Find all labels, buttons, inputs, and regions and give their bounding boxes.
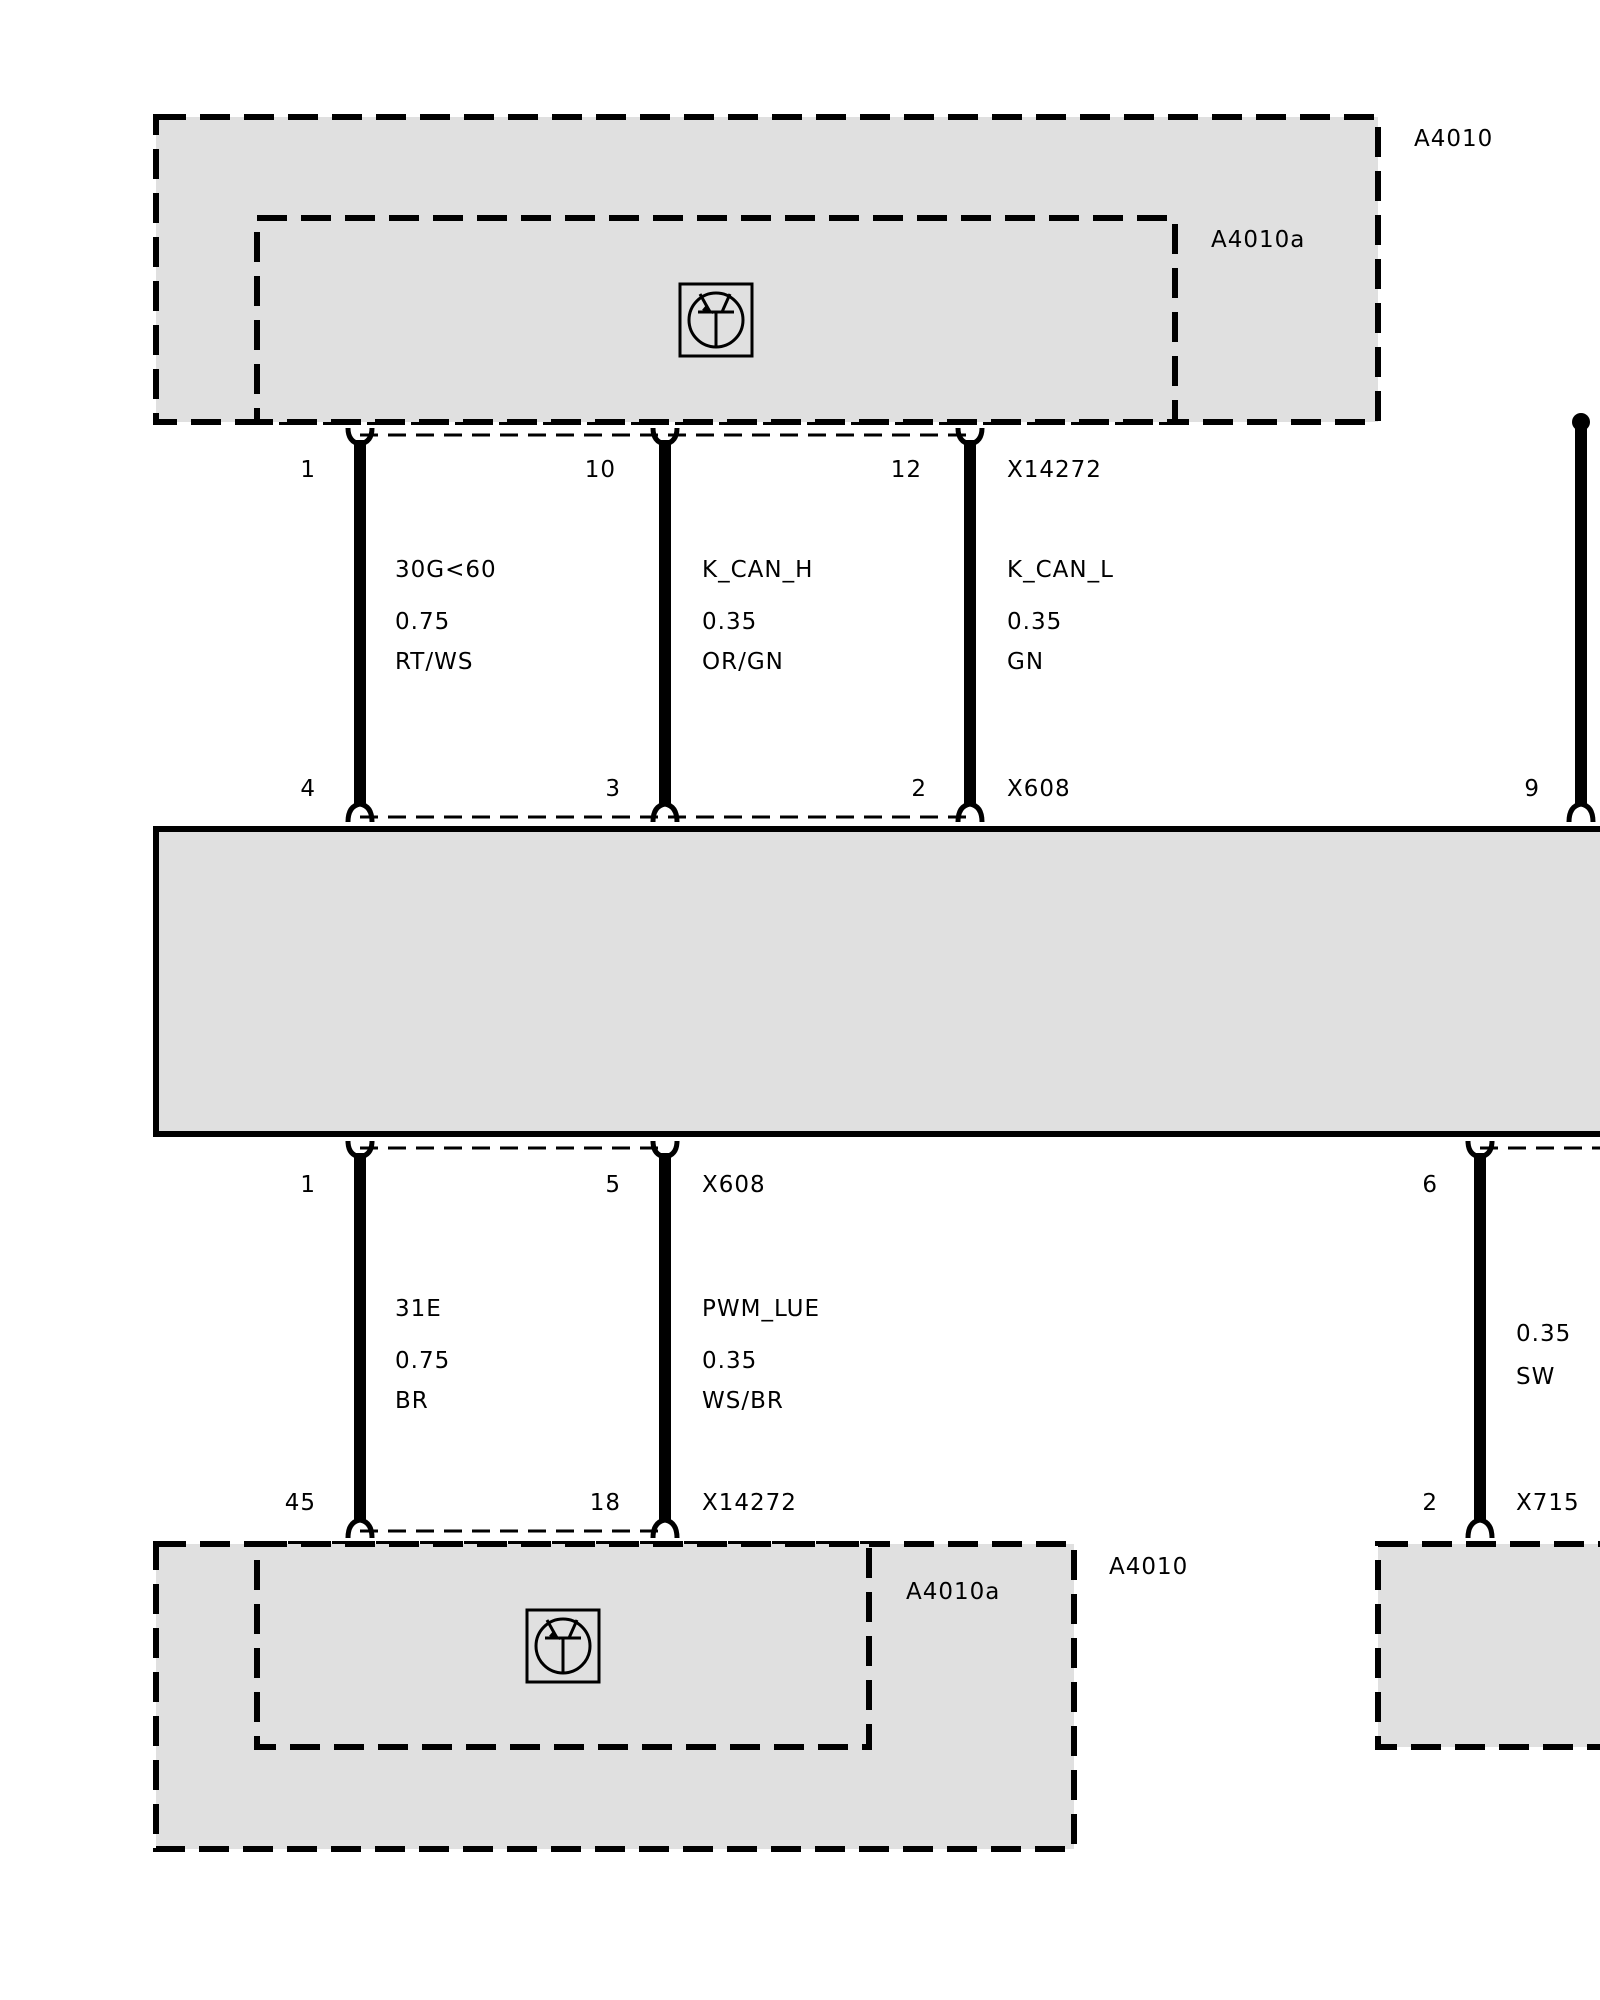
- connector-label: X608: [702, 1172, 766, 1198]
- pin-label: 10: [584, 457, 616, 483]
- right-module-partial: [1375, 1541, 1600, 1750]
- connector-label: X14272: [702, 1490, 797, 1516]
- pin-label: 12: [890, 457, 922, 483]
- pin-label: 5: [605, 1172, 621, 1198]
- pin-label: 3: [605, 776, 621, 802]
- pin-label: 1: [300, 1172, 316, 1198]
- wire-gauge: 0.75: [395, 1348, 451, 1374]
- wire-bottom-2: [650, 1140, 680, 1539]
- transistor-icon: [678, 282, 754, 358]
- wire-top-2: [650, 427, 680, 823]
- wire-color: RT/WS: [395, 649, 474, 675]
- wire-color: GN: [1007, 649, 1045, 675]
- wire-color: OR/GN: [702, 649, 784, 675]
- connector-label: X608: [1007, 776, 1071, 802]
- wire-bottom-1: [345, 1140, 375, 1539]
- wire-top-1: [345, 427, 375, 823]
- wire-gauge: 0.35: [702, 1348, 758, 1374]
- pin-label: 45: [284, 1490, 316, 1516]
- pin-label: 2: [1422, 1490, 1438, 1516]
- bottom-module-label: A4010: [1109, 1554, 1189, 1580]
- wire-signal: 30G<60: [395, 557, 497, 583]
- wire-color: BR: [395, 1388, 429, 1414]
- bottom-module-inner-label: A4010a: [906, 1579, 1001, 1605]
- wire-bottom-3: [1465, 1140, 1495, 1539]
- wire-color: WS/BR: [702, 1388, 784, 1414]
- wire-signal: 31E: [395, 1296, 442, 1322]
- wire-color: SW: [1516, 1364, 1556, 1390]
- wire-gauge: 0.35: [1516, 1321, 1572, 1347]
- connector-label: X715: [1516, 1490, 1580, 1516]
- wire-top-3: [955, 427, 985, 823]
- wire-right-vertical: [1566, 413, 1596, 823]
- wire-signal: PWM_LUE: [702, 1296, 820, 1322]
- pin-label: 18: [589, 1490, 621, 1516]
- transistor-icon: [525, 1608, 601, 1684]
- wire-signal: K_CAN_L: [1007, 557, 1114, 583]
- wire-gauge: 0.35: [702, 609, 758, 635]
- pin-label: 1: [300, 457, 316, 483]
- top-module-label: A4010: [1414, 126, 1494, 152]
- pin-label: 2: [911, 776, 927, 802]
- wire-gauge: 0.75: [395, 609, 451, 635]
- pin-label: 4: [300, 776, 316, 802]
- wire-gauge: 0.35: [1007, 609, 1063, 635]
- pin-label: 6: [1422, 1172, 1438, 1198]
- main-module: [153, 826, 1600, 1137]
- connector-label: X14272: [1007, 457, 1102, 483]
- pin-label: 9: [1524, 776, 1540, 802]
- top-module-inner-label: A4010a: [1211, 227, 1306, 253]
- wire-signal: K_CAN_H: [702, 557, 814, 583]
